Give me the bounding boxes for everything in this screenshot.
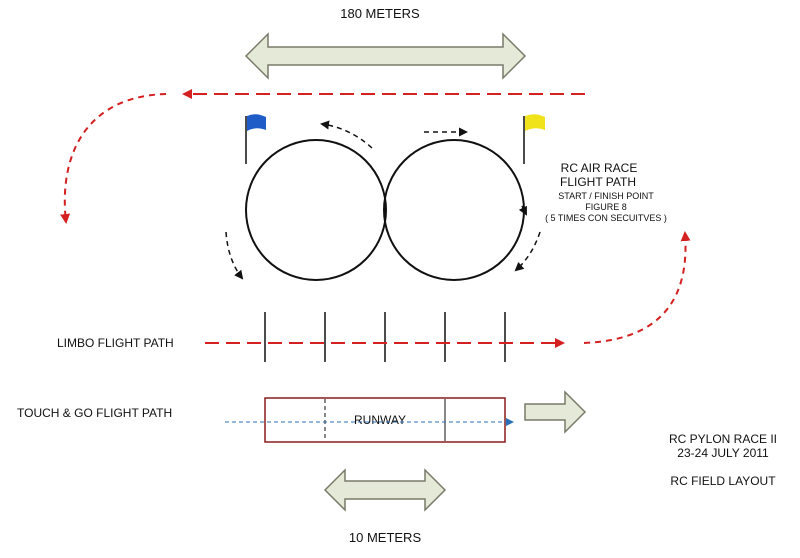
figure8-right-circle — [383, 139, 525, 281]
start-finish-label: START / FINISH POINT — [558, 191, 654, 201]
bottom-distance-double-arrow — [323, 468, 447, 512]
left-red-turn-path — [60, 93, 167, 224]
yellow-flag-icon — [523, 114, 545, 164]
limbo-gates — [264, 312, 506, 362]
top-distance-double-arrow — [244, 32, 527, 80]
event-title-label: RC PYLON RACE II — [669, 432, 777, 446]
race-title-line2: FLIGHT PATH — [560, 175, 636, 189]
direction-arrow-top-left — [320, 120, 373, 149]
race-title-line1: RC AIR RACE — [561, 161, 638, 175]
top-distance-label: 180 METERS — [340, 6, 420, 21]
runway-exit-arrow — [524, 390, 587, 434]
direction-arrow-bottom-right — [514, 231, 541, 272]
direction-arrow-bottom-left — [225, 231, 244, 280]
times-label: ( 5 TIMES CON SECUITVES ) — [545, 213, 667, 223]
bottom-distance-label: 10 METERS — [349, 530, 422, 545]
runway-label: RUNWAY — [354, 413, 406, 427]
touch-and-go-label: TOUCH & GO FLIGHT PATH — [17, 406, 172, 420]
figure8-left-circle — [245, 139, 387, 281]
event-date-label: 23-24 JULY 2011 — [677, 446, 769, 460]
blue-flag-icon — [245, 114, 266, 164]
limbo-flight-path-label: LIMBO FLIGHT PATH — [57, 336, 174, 350]
runway: RUNWAY — [264, 397, 506, 443]
field-layout-label: RC FIELD LAYOUT — [670, 474, 776, 488]
direction-arrow-right-side — [518, 205, 527, 216]
figure-label: FIGURE 8 — [585, 202, 627, 212]
right-red-turn-path — [583, 231, 691, 344]
